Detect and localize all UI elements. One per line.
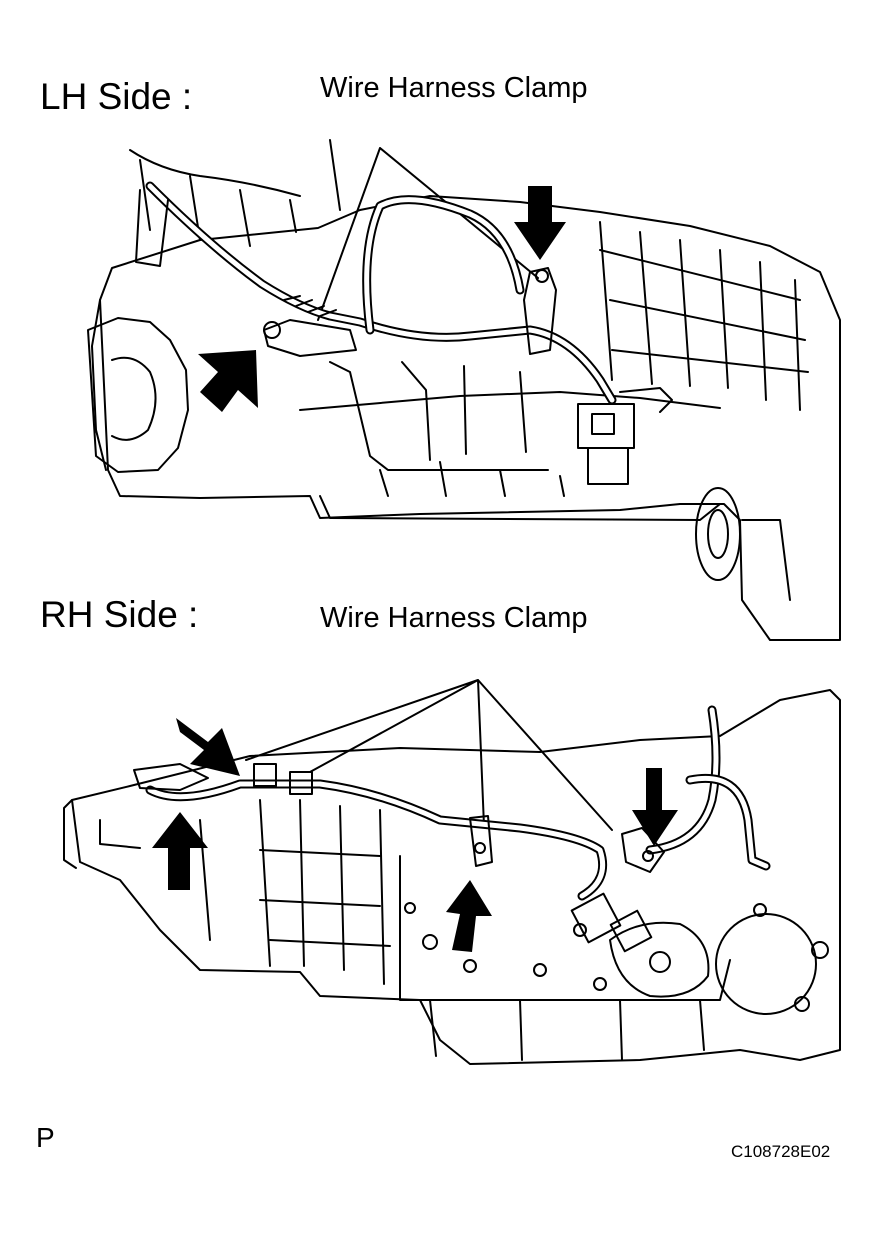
lh-wire-harness-inner [150,186,612,400]
lh-diagonal-arrow [198,350,258,412]
rh-callout-leader [246,680,612,830]
rh-clamp-callout: Wire Harness Clamp [320,602,588,634]
rh-up-arrow-left [152,812,208,890]
figure-code: C108728E02 [731,1142,831,1161]
rh-up-arrow-center [446,880,492,952]
rh-transmission-illustration [0,660,889,1080]
rh-switch-body [610,923,708,997]
rh-connector [572,894,621,943]
rh-clamp-1 [254,764,276,786]
lh-side-title: LH Side : [40,76,193,117]
rh-wire-harness-inner [150,784,603,896]
lh-callout-leader [318,148,538,320]
lh-clamp-callout: Wire Harness Clamp [320,72,588,104]
lh-clamp-center [524,268,556,354]
lh-flange [88,318,188,472]
rh-diagonal-arrow [176,718,240,776]
lh-connector [578,404,634,448]
rh-side-title: RH Side : [40,594,199,635]
lh-case-outline [100,196,840,640]
lh-clamp-left [264,320,356,356]
corner-mark: P [36,1122,55,1153]
rh-output-flange [716,914,816,1014]
rh-wire-harness-outer [150,784,603,896]
rh-clamp-2 [290,772,312,794]
rh-case-outline [72,690,840,1064]
lh-transmission-illustration [0,110,889,650]
lh-down-arrow [514,186,566,260]
rh-down-arrow [632,768,678,846]
rh-clamp-3 [470,816,492,866]
rh-clamp-4 [622,828,664,872]
